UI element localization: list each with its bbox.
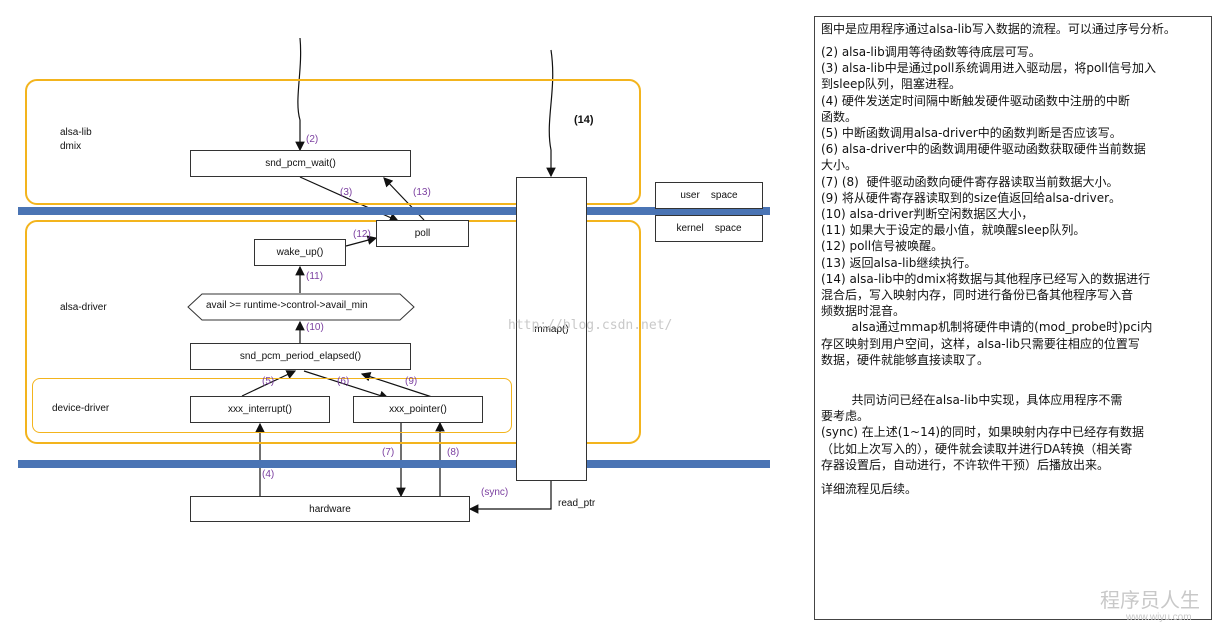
- panel-line: (13) 返回alsa-lib继续执行。: [821, 255, 977, 270]
- alsa-driver-label: alsa-driver: [60, 302, 107, 313]
- step-12-label: (12): [353, 229, 371, 240]
- pointer-box: xxx_pointer(): [353, 396, 483, 423]
- panel-line: 混合后，写入映射内存，同时进行备份已备其他程序写入音: [821, 288, 1134, 303]
- wake-up-box: wake_up(): [254, 239, 346, 266]
- panel-line: 共同访问已经在alsa-lib中实现，具体应用程序不需: [821, 393, 1123, 408]
- step-11-label: (11): [306, 271, 324, 282]
- panel-line: (4) 硬件发送定时间隔中断触发硬件驱动函数中注册的中断: [821, 93, 1130, 108]
- panel-line: (14) alsa-lib中的dmix将数据与其他程序已经写入的数据进行: [821, 271, 1151, 286]
- mmap-box: mmap(): [516, 177, 587, 481]
- explanation-panel: 图中是应用程序通过alsa-lib写入数据的流程。可以通过序号分析。 (2) a…: [814, 16, 1212, 620]
- panel-line: (5) 中断函数调用alsa-driver中的函数判断是否应该写。: [821, 126, 1122, 141]
- site-url-watermark: www.wiyu.com: [1126, 612, 1192, 623]
- panel-line: (11) 如果大于设定的最小值，就唤醒sleep队列。: [821, 223, 1086, 238]
- device-driver-label: device-driver: [52, 403, 110, 414]
- step-6-label: (6): [337, 376, 350, 387]
- step-5-label: (5): [262, 376, 275, 387]
- panel-line: alsa通过mmap机制将硬件申请的(mod_probe时)pci内: [821, 320, 1153, 335]
- panel-line: (3) alsa-lib中是通过poll系统调用进入驱动层，将poll信号加入: [821, 61, 1156, 76]
- step-9-label: (9): [405, 376, 418, 387]
- sync-label: (sync): [481, 487, 509, 498]
- panel-line: (9) 将从硬件寄存器读取到的size值返回给alsa-driver。: [821, 190, 1122, 205]
- step-7-label: (7): [382, 447, 395, 458]
- panel-line: 详细流程见后续。: [821, 482, 918, 497]
- snd-pcm-wait-box: snd_pcm_wait(): [190, 150, 411, 177]
- step6-arrow: [303, 370, 390, 400]
- step-10-label: (10): [306, 322, 324, 333]
- dmix-label: dmix: [60, 141, 82, 152]
- step12-arrow: [345, 235, 378, 247]
- panel-line: 存器设置后，自动进行，不许软件干预）后播放出来。: [821, 457, 1110, 472]
- step9-arrow: [360, 372, 433, 398]
- panel-line: [821, 384, 1205, 392]
- sync-arrow: [468, 481, 552, 514]
- step-13-label: (13): [413, 187, 431, 198]
- step-3-label: (3): [340, 187, 353, 198]
- panel-line: 数据，硬件就能够直接读取了。: [821, 352, 990, 367]
- site-name-watermark: 程序员人生: [1100, 588, 1200, 612]
- condition-diamond: [187, 293, 415, 321]
- alsa-driver-region: [25, 220, 641, 444]
- interrupt-box: xxx_interrupt(): [190, 396, 330, 423]
- step-2-label: (2): [306, 134, 319, 145]
- panel-lines: (2) alsa-lib调用等待函数等待底层可写。 (3) alsa-lib中是通…: [821, 44, 1205, 497]
- panel-line: (6) alsa-driver中的函数调用硬件驱动函数获取硬件当前数据: [821, 142, 1146, 157]
- step5-arrow: [241, 370, 297, 397]
- panel-line: [821, 473, 1205, 481]
- panel-line: 到sleep队列，阻塞进程。: [821, 77, 961, 92]
- step-8-label: (8): [447, 447, 460, 458]
- step2-arrow: [295, 37, 305, 152]
- poll-box: poll: [376, 220, 469, 247]
- panel-line: 要考虑。: [821, 409, 870, 424]
- panel-line: 函数。: [821, 109, 858, 124]
- panel-line: (7) (8) 硬件驱动函数向硬件寄存器读取当前数据大小。: [821, 174, 1119, 189]
- user-kernel-divider: [18, 207, 770, 215]
- kernel-space-box: kernel space: [655, 215, 763, 242]
- period-elapsed-box: snd_pcm_period_elapsed(): [190, 343, 411, 370]
- panel-line: (10) alsa-driver判断空闲数据区大小，: [821, 207, 1034, 222]
- kernel-hardware-divider: [18, 460, 770, 468]
- panel-line: [821, 368, 1205, 376]
- panel-line: 存区映射到用户空间，这样，alsa-lib只需要往相应的位置写: [821, 336, 1140, 351]
- panel-line: (12) poll信号被唤醒。: [821, 239, 944, 254]
- panel-line: 频数据时混音。: [821, 304, 906, 319]
- condition-text: avail >= runtime->control->avail_min: [206, 300, 368, 311]
- panel-line: [821, 376, 1205, 384]
- device-driver-region: [32, 378, 512, 433]
- alsa-lib-label: alsa-lib: [60, 127, 92, 138]
- panel-intro: 图中是应用程序通过alsa-lib写入数据的流程。可以通过序号分析。: [821, 22, 1176, 36]
- step-4-label: (4): [262, 469, 275, 480]
- hardware-box: hardware: [190, 496, 470, 522]
- user-space-box: user space: [655, 182, 763, 209]
- step-14-label: (14): [574, 114, 594, 126]
- panel-line: (2) alsa-lib调用等待函数等待底层可写。: [821, 45, 1041, 59]
- read-ptr-label: read_ptr: [558, 498, 596, 509]
- blog-url-watermark: http://blog.csdn.net/: [508, 318, 673, 333]
- panel-line: (sync) 在上述(1~14)的同时，如果映射内存中已经存有数据: [821, 425, 1145, 440]
- panel-line: 大小。: [821, 158, 858, 173]
- alsa-lib-region: [25, 79, 641, 205]
- step14-arrow: [546, 49, 556, 178]
- panel-line: （比如上次写入的），硬件就会读取并进行DA转换（相关寄: [821, 441, 1133, 456]
